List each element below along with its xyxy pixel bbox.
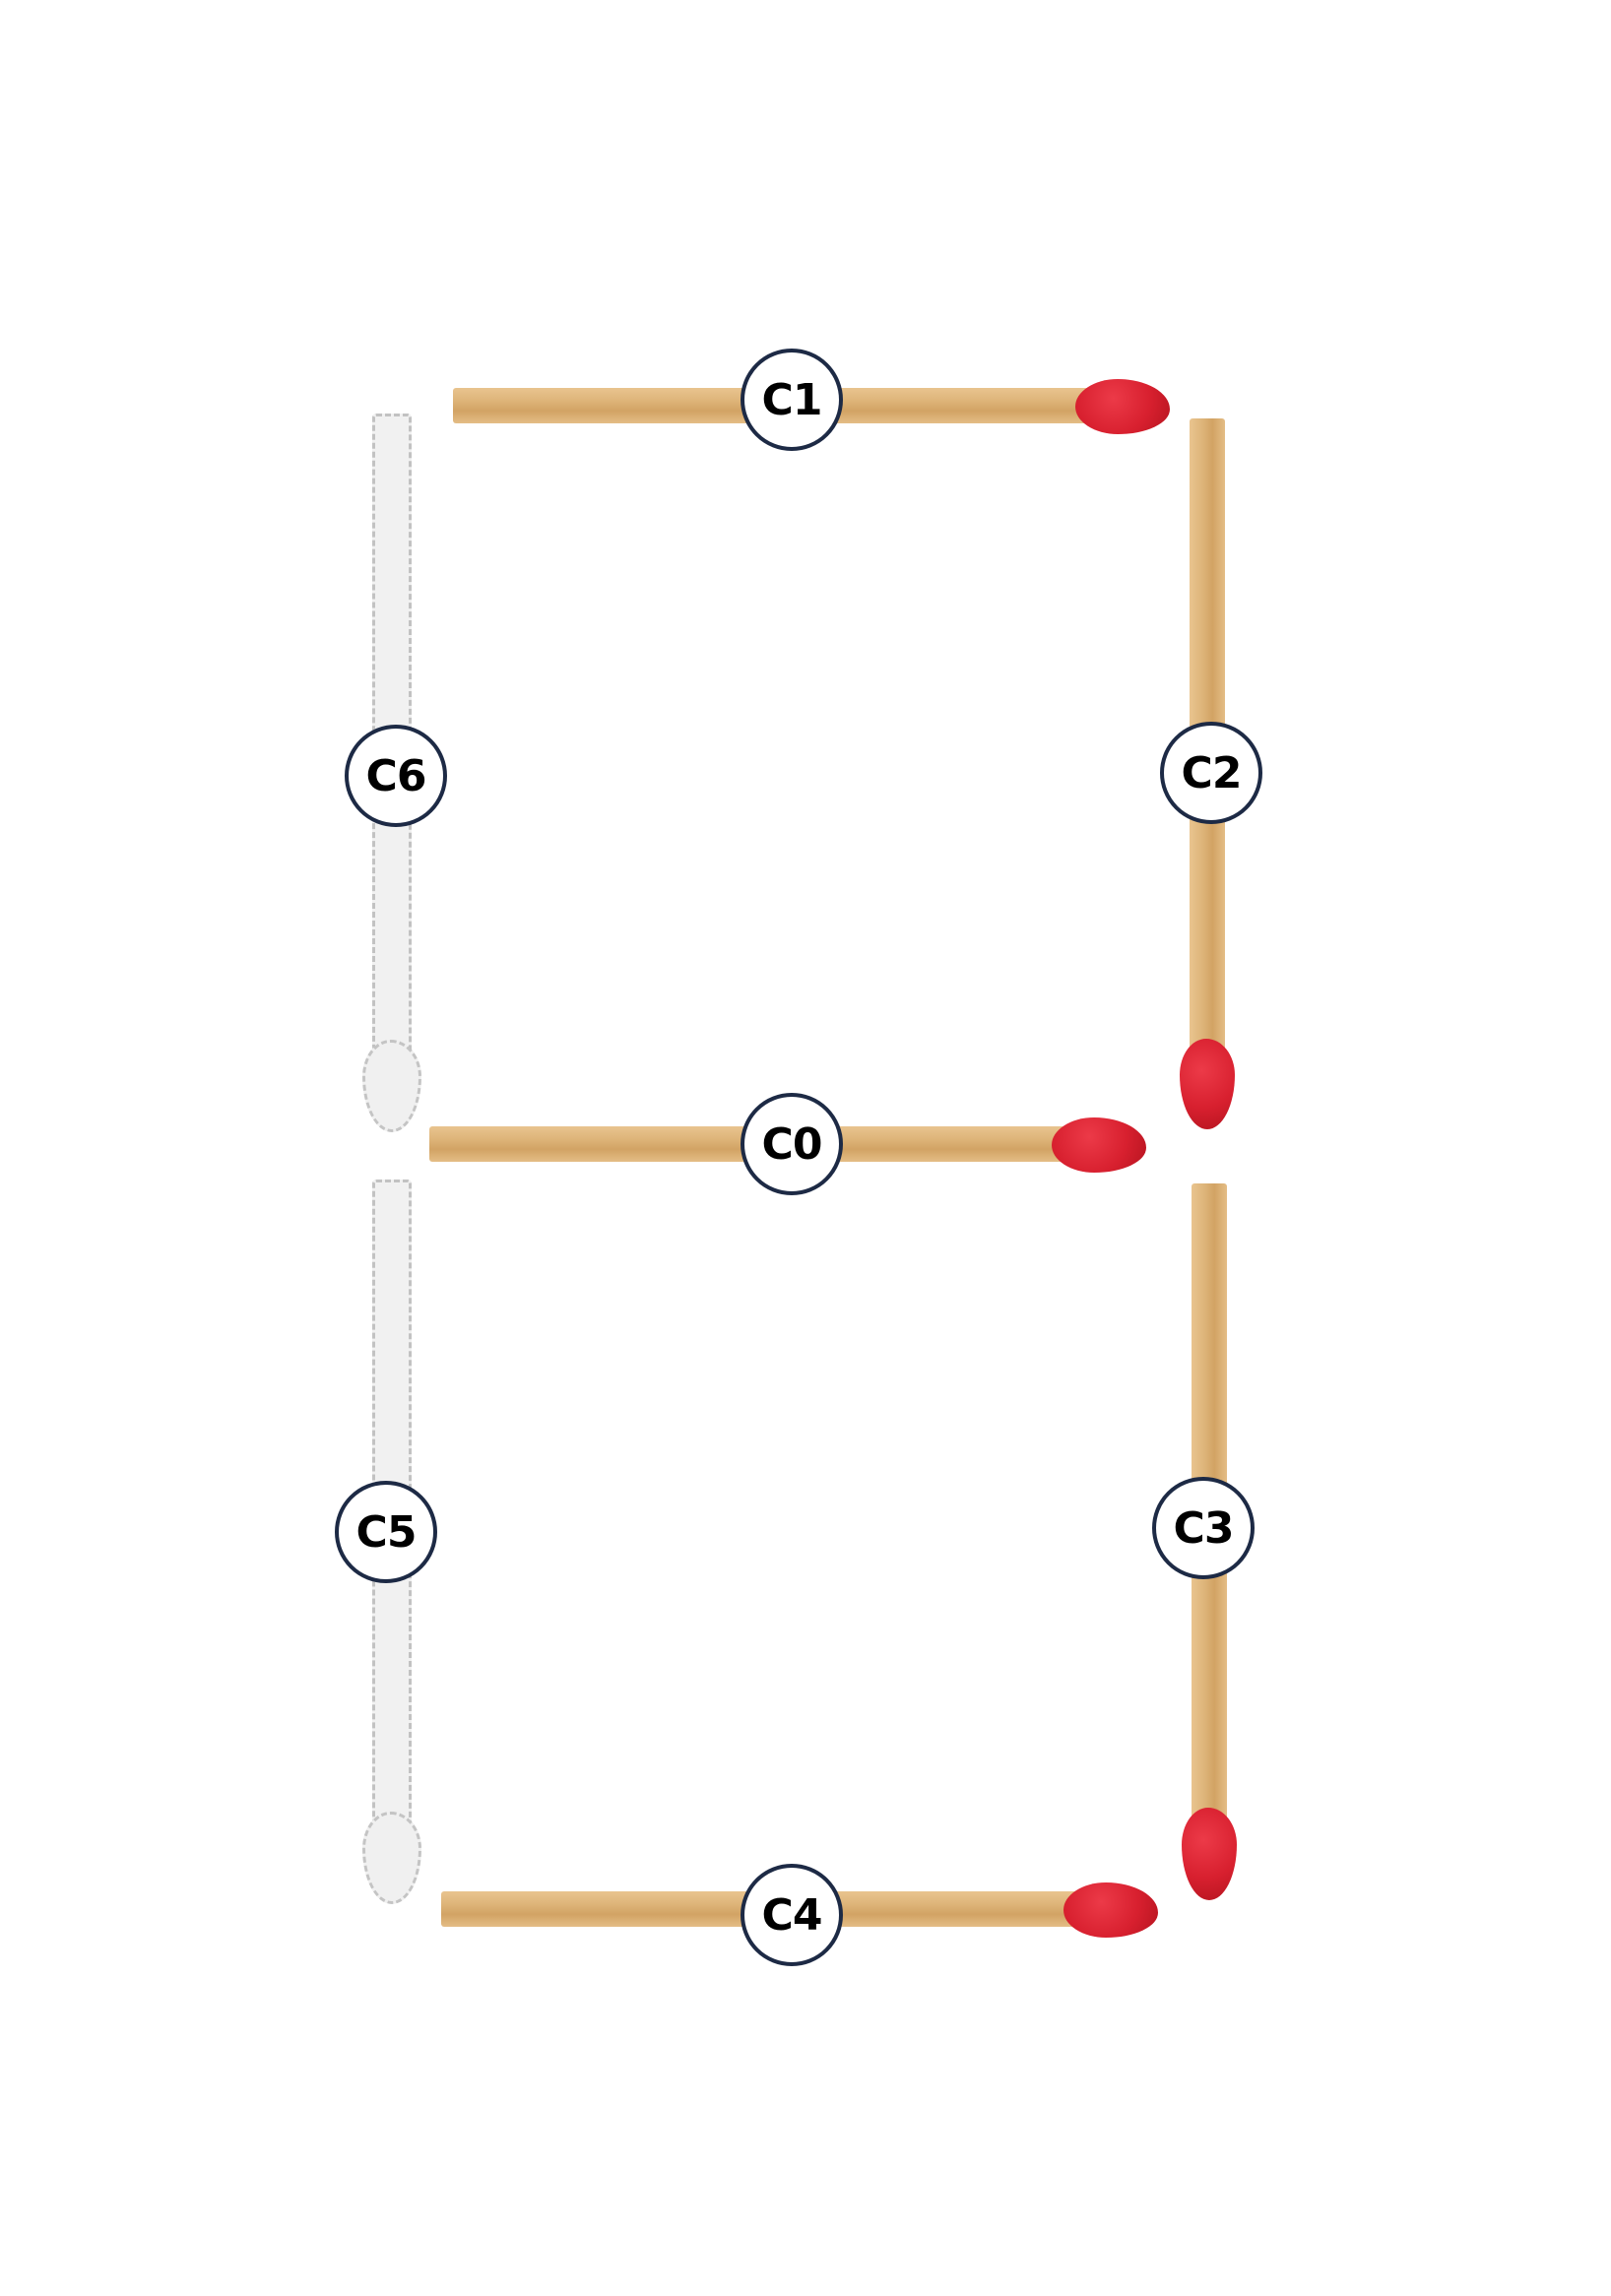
label-c1: C1 [741,349,843,451]
matchstick-slot-c6-head [362,1040,421,1132]
matchstick-slot-c5-head [362,1812,421,1904]
matchstick-c0-head [1052,1117,1146,1173]
matchstick-c1-head [1075,379,1170,434]
label-c4: C4 [741,1864,843,1966]
label-c3: C3 [1152,1477,1255,1579]
label-c0: C0 [741,1093,843,1195]
matchstick-c4-head [1063,1882,1158,1938]
label-c5: C5 [335,1481,437,1583]
matchstick-c2-head [1180,1039,1235,1129]
label-c6: C6 [345,725,447,827]
matchstick-c3-head [1182,1808,1237,1900]
label-c2: C2 [1160,722,1262,824]
